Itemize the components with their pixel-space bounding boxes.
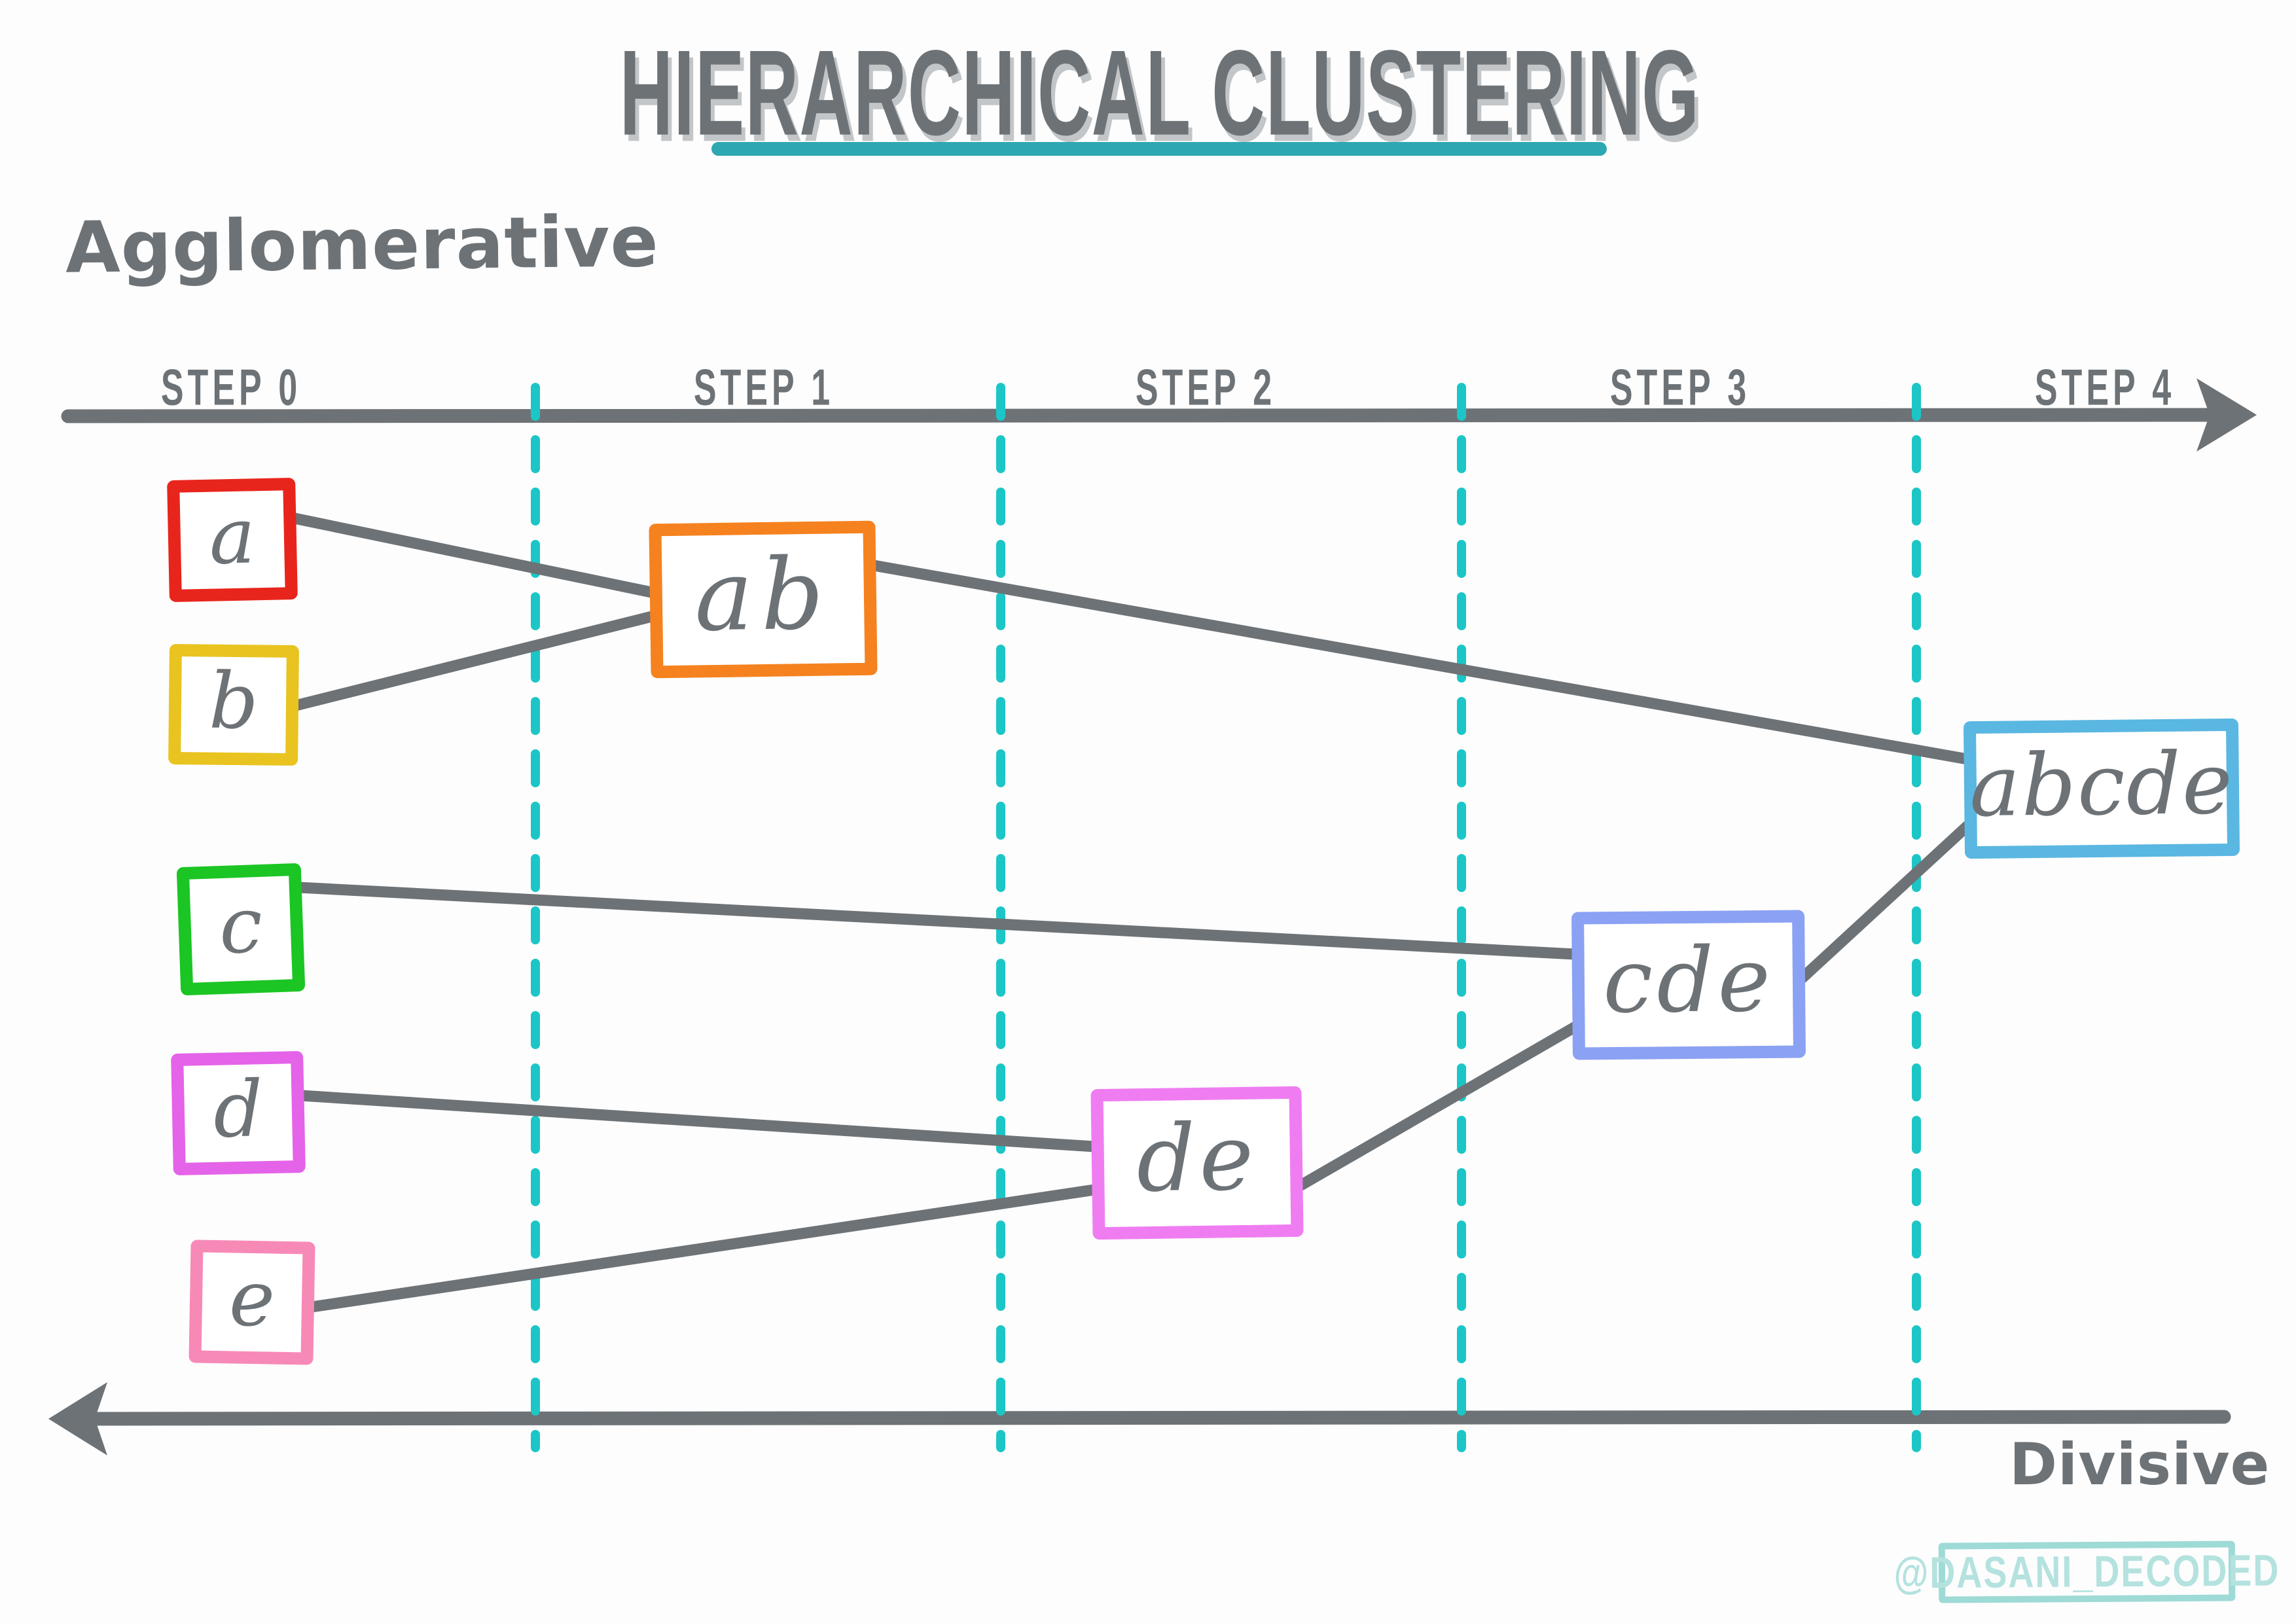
step-label-2: STEP 2 bbox=[1135, 359, 1276, 417]
watermark-badge: @DASANI_DECODED bbox=[1893, 1541, 2280, 1603]
node-e: e bbox=[188, 1240, 315, 1365]
node-cde: cde bbox=[1571, 910, 1806, 1060]
edge-ab-abcde bbox=[868, 560, 1973, 765]
node-c-label: c bbox=[217, 879, 264, 972]
page-title: HIERARCHICAL CLUSTERING bbox=[619, 25, 1700, 161]
node-ab: ab bbox=[649, 520, 878, 679]
node-e-label: e bbox=[228, 1253, 276, 1344]
agglomerative-axis-arrowhead-icon bbox=[2197, 378, 2257, 452]
node-d-label: d bbox=[212, 1063, 264, 1155]
agglomerative-label: Agglomerative bbox=[65, 201, 660, 289]
node-a: a bbox=[167, 477, 298, 603]
node-abcde: abcde bbox=[1963, 718, 2240, 859]
node-cde-label: cde bbox=[1602, 928, 1775, 1034]
divisive-axis-line bbox=[91, 1410, 2231, 1426]
edge-a-ab bbox=[289, 512, 660, 599]
edge-cde-abcde bbox=[1797, 820, 1973, 984]
watermark-text: @DASANI_DECODED bbox=[1893, 1546, 2280, 1598]
divisive-axis bbox=[48, 1382, 2231, 1455]
divisive-label: Divisive bbox=[2009, 1431, 2270, 1498]
node-c: c bbox=[176, 863, 306, 996]
step-label-4: STEP 4 bbox=[2034, 359, 2176, 417]
step-label-1: STEP 1 bbox=[693, 359, 834, 417]
edge-d-de bbox=[295, 1090, 1100, 1152]
step-label-3: STEP 3 bbox=[1609, 359, 1751, 417]
agglomerative-axis-line bbox=[61, 408, 2222, 423]
edge-c-cde bbox=[293, 882, 1581, 960]
node-d: d bbox=[171, 1050, 306, 1176]
edge-de-cde bbox=[1294, 1019, 1585, 1192]
node-ab-label: ab bbox=[693, 537, 833, 654]
title-underline bbox=[711, 142, 1607, 156]
node-b: b bbox=[168, 643, 299, 766]
agglomerative-axis bbox=[61, 378, 2257, 452]
divisive-axis-arrowhead-icon bbox=[48, 1382, 107, 1455]
node-de-label: de bbox=[1136, 1104, 1259, 1213]
step-label-0: STEP 0 bbox=[160, 359, 302, 417]
node-abcde-label: abcde bbox=[1969, 733, 2234, 836]
node-b-label: b bbox=[208, 655, 259, 747]
node-a-label: a bbox=[208, 490, 257, 582]
node-de: de bbox=[1090, 1086, 1304, 1240]
edge-b-ab bbox=[290, 610, 660, 711]
edge-e-de bbox=[302, 1184, 1100, 1313]
